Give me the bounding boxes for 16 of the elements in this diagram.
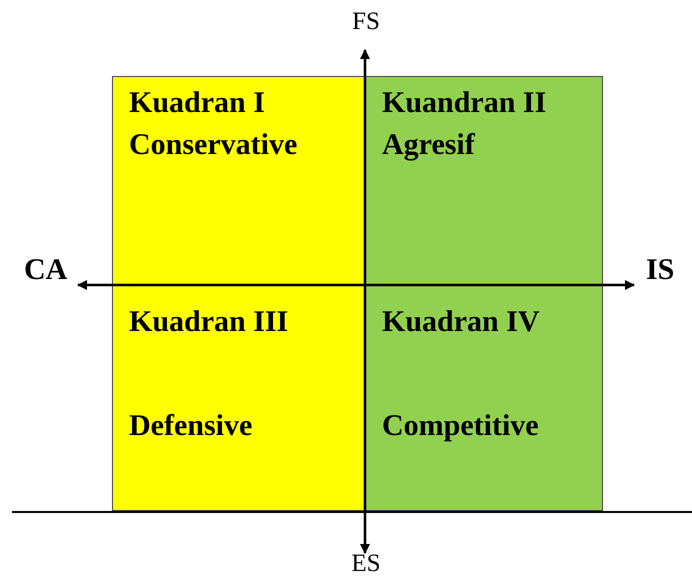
quadrant-box bbox=[112, 76, 365, 285]
quadrant-text: Competitive bbox=[382, 408, 539, 444]
quadrant-text: Conservative bbox=[129, 127, 298, 163]
quadrant-text: Kuadran I bbox=[129, 85, 265, 121]
quadrant-text: Kuadran III bbox=[129, 304, 288, 340]
quadrant-box bbox=[365, 76, 603, 285]
axis-label: ES bbox=[350, 549, 382, 578]
quadrant-box bbox=[112, 285, 365, 511]
axis-label: FS bbox=[351, 7, 381, 37]
axis-label: CA bbox=[24, 254, 68, 286]
quadrant-text: Kuandran II bbox=[382, 85, 546, 121]
quadrant-text: Kuadran IV bbox=[382, 304, 540, 340]
axis-label: IS bbox=[646, 254, 674, 286]
quadrant-text: Defensive bbox=[129, 408, 252, 444]
quadrant-box bbox=[365, 285, 603, 511]
quadrant-text: Agresif bbox=[382, 127, 475, 163]
